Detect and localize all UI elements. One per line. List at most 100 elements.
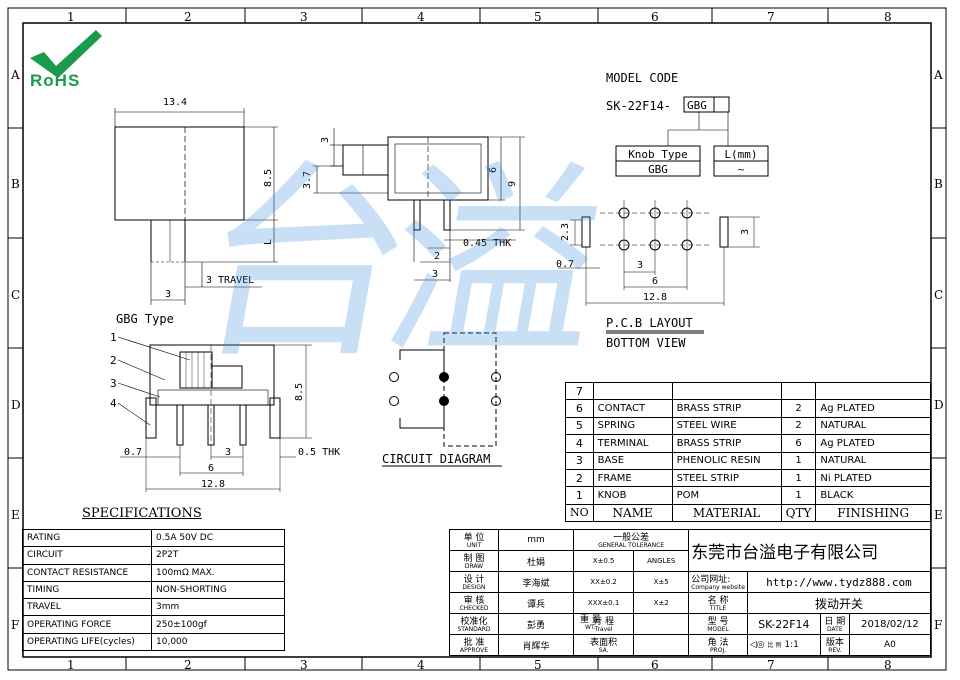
title-en: TITLE xyxy=(709,605,727,613)
col-label-8: 8 xyxy=(884,10,892,24)
unit-value: mm xyxy=(498,529,574,551)
tol-cell: ANGLES xyxy=(633,550,690,572)
unit-en: UNIT xyxy=(466,542,482,550)
circuit-title: CIRCUIT DIAGRAM xyxy=(382,452,490,466)
rev-en: REV. xyxy=(828,647,842,655)
pcb-128-dim: 12.8 xyxy=(643,292,667,303)
bom-no: 3 xyxy=(565,451,594,470)
standard-label: 校准化 xyxy=(460,617,488,628)
model-code-heading: MODEL CODE xyxy=(606,71,678,85)
bom-material: BRASS STRIP xyxy=(671,399,782,418)
watermark-text: 台溢 xyxy=(178,142,602,387)
side-3b-dim: 3 xyxy=(432,269,438,280)
title-label: 名 称 xyxy=(707,596,729,607)
pcb-3-dim: 3 xyxy=(637,260,643,271)
pcb-07-dim: 0.7 xyxy=(556,259,574,270)
bom-no: 7 xyxy=(565,381,594,401)
bom-qty xyxy=(780,381,817,401)
gbg-callout-4: 4 xyxy=(110,397,117,410)
gbg-heading: GBG Type xyxy=(116,312,174,326)
row-label-e-right: E xyxy=(934,508,943,522)
spec-value: 250±100gf xyxy=(151,615,285,634)
bom-name: TERMINAL xyxy=(592,434,673,453)
bom-name: CONTACT xyxy=(592,399,673,418)
col-label-4: 4 xyxy=(417,10,425,24)
model-code-graphics xyxy=(615,96,769,177)
model-value: SK-22F14 xyxy=(746,613,821,635)
checked-en: CHECKED xyxy=(459,605,489,613)
spec-key: TIMING xyxy=(22,580,152,600)
scale-label: 比 例 xyxy=(767,642,782,649)
tol-cell: X±5 xyxy=(633,571,690,593)
bom-no: 2 xyxy=(565,468,594,488)
top-height-dim: 8.5 xyxy=(263,169,274,187)
col-label-5-bottom: 5 xyxy=(534,658,542,672)
side-view xyxy=(313,128,525,282)
top-l-dim: L xyxy=(263,239,274,245)
col-label-7: 7 xyxy=(767,10,775,24)
gbg-thk-dim: 0.5 THK xyxy=(298,447,340,458)
side-37-dim: 3.7 xyxy=(302,171,313,189)
website-value: http://www.tydz888.com xyxy=(746,571,932,593)
bom-material: POM xyxy=(671,486,782,505)
col-label-7-bottom: 7 xyxy=(767,658,775,672)
col-label-5: 5 xyxy=(534,10,542,24)
area-en: SA. xyxy=(598,647,609,655)
bom-qty: 2 xyxy=(780,399,817,418)
tol-cell: X±0.5 xyxy=(572,550,635,572)
col-label-6: 6 xyxy=(651,10,659,24)
tolerance-label: 一般公差 xyxy=(613,533,650,544)
bom-finishing xyxy=(815,381,931,401)
side-6-dim: 6 xyxy=(488,167,499,173)
row-label-a-right: A xyxy=(934,68,943,82)
bom-no: 4 xyxy=(565,434,594,453)
row-label-a: A xyxy=(11,68,20,82)
bom-no: 6 xyxy=(565,399,594,418)
col-label-1-bottom: 1 xyxy=(67,658,75,672)
design-value: 李海斌 xyxy=(498,571,574,593)
standard-en: STANDARD xyxy=(457,626,491,634)
col-label-6-bottom: 6 xyxy=(651,658,659,672)
tol-cell: XXX±0.1 xyxy=(572,592,635,614)
pcb-title: P.C.B LAYOUT xyxy=(606,316,693,330)
bom-material: STEEL STRIP xyxy=(671,468,782,488)
draw-label: 制 图 xyxy=(463,554,485,565)
bom-name: FRAME xyxy=(592,468,673,488)
bom-material: PHENOLIC RESIN xyxy=(671,451,782,470)
tolerance-en: GENERAL TOLERANCE xyxy=(598,542,665,550)
checked-label: 审 核 xyxy=(463,596,485,607)
proj-en: PROJ. xyxy=(709,647,727,655)
pcb-layout xyxy=(558,200,760,334)
model-label: 型 号 xyxy=(707,617,729,628)
gbg-3-dim: 3 xyxy=(225,447,231,458)
bom-finishing: Ag PLATED xyxy=(815,434,931,453)
model-code-prefix: SK-22F14- xyxy=(606,99,671,113)
bom-finishing: Ni PLATED xyxy=(815,468,931,488)
approve-value: 肖辉华 xyxy=(498,634,574,656)
design-label: 设 计 xyxy=(463,575,485,586)
bom-name xyxy=(592,381,673,401)
bom-header-finishing: FINISHING xyxy=(815,503,931,523)
rev-value: A0 xyxy=(848,634,932,656)
bom-header-qty: QTY xyxy=(780,503,817,523)
draw-value: 杜娟 xyxy=(498,550,574,572)
gbg-drawing xyxy=(117,336,312,492)
bom-material xyxy=(671,381,782,401)
proj-label: 角 法 xyxy=(707,638,729,649)
row-label-b: B xyxy=(11,177,20,191)
rohs-check-icon xyxy=(30,30,102,78)
gbg-07-dim: 0.7 xyxy=(124,447,142,458)
